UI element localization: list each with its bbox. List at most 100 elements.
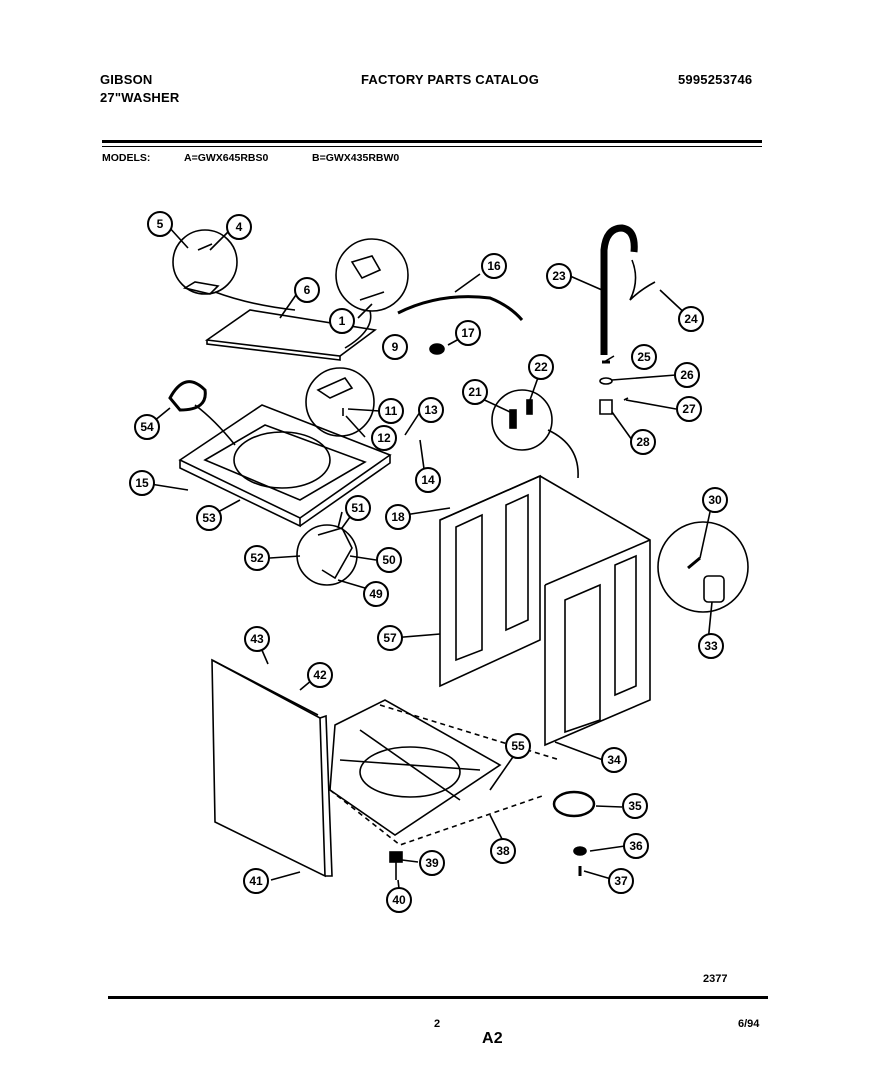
hose-adapter: [599, 399, 613, 415]
callout-circle: [418, 397, 444, 423]
callout-circle: [702, 487, 728, 513]
figure-id: 2377: [703, 973, 728, 985]
callout-circle: [226, 214, 252, 240]
callout-6: 6: [294, 277, 320, 303]
callout-circle: [601, 747, 627, 773]
callout-15: 15: [129, 470, 155, 496]
callout-label: 22: [534, 360, 548, 374]
foot-ring: [552, 790, 596, 818]
callout-circle: [307, 662, 333, 688]
hose-screw: [623, 397, 629, 401]
callout-26: 26: [674, 362, 700, 388]
callout-9: 9: [382, 334, 408, 360]
callout-28: 28: [630, 429, 656, 455]
callout-label: 1: [339, 314, 346, 328]
callout-circle: [386, 887, 412, 913]
callout-41: 41: [243, 868, 269, 894]
callout-circle: [363, 581, 389, 607]
base-frame: [329, 699, 502, 836]
callout-label: 53: [202, 511, 216, 525]
hose-ring: [599, 377, 613, 385]
callout-label: 49: [369, 587, 383, 601]
base-pulley: [359, 746, 461, 798]
callout-54: 54: [134, 414, 160, 440]
callout-52: 52: [244, 545, 270, 571]
leader-hinge: [214, 291, 296, 311]
callout-label: 55: [511, 739, 525, 753]
callout-circle: [622, 793, 648, 819]
callout-14: 14: [415, 467, 441, 493]
callout-label: 17: [461, 326, 475, 340]
callout-50: 50: [376, 547, 402, 573]
callout-circle: [382, 334, 408, 360]
callout-circle: [481, 253, 507, 279]
callout-label: 50: [382, 553, 396, 567]
revision-date: 6/94: [738, 1018, 760, 1030]
callout-12: 12: [371, 425, 397, 451]
callout-label: 40: [392, 893, 406, 907]
callout-circle: [419, 850, 445, 876]
page-number: 2: [434, 1018, 441, 1030]
callout-16: 16: [481, 253, 507, 279]
callout-33: 33: [698, 633, 724, 659]
callout-circle: [243, 868, 269, 894]
callout-label: 35: [628, 799, 642, 813]
callout-label: 13: [424, 403, 438, 417]
callout-circle: [329, 308, 355, 334]
callout-label: 39: [425, 856, 439, 870]
callout-label: 18: [391, 510, 405, 524]
front-panel: [211, 658, 326, 878]
fill-hose: [397, 295, 524, 321]
callout-label: 6: [304, 283, 311, 297]
callout-circle: [345, 495, 371, 521]
hose-washer: [429, 343, 445, 355]
callout-label: 5: [157, 217, 164, 231]
callout-circle: [631, 344, 657, 370]
callout-4: 4: [226, 214, 252, 240]
callout-38: 38: [490, 838, 516, 864]
glide: [389, 851, 403, 863]
callout-circle: [674, 362, 700, 388]
callout-49: 49: [363, 581, 389, 607]
callout-1: 1: [329, 308, 355, 334]
callout-label: 9: [392, 340, 399, 354]
callout-circle: [196, 505, 222, 531]
callout-label: 37: [614, 874, 628, 888]
callout-circle: [376, 547, 402, 573]
detail-circle-lid-hinge: [172, 229, 238, 295]
hose-clamp-wire: [629, 259, 656, 301]
callout-circle: [698, 633, 724, 659]
callout-circle: [378, 398, 404, 424]
callout-circle: [129, 470, 155, 496]
section-code: A2: [482, 1030, 503, 1047]
header-rule-thick: [102, 140, 762, 143]
callout-25: 25: [631, 344, 657, 370]
callout-circle: [678, 306, 704, 332]
callout-label: 54: [140, 420, 154, 434]
callout-circle: [385, 504, 411, 530]
cabinet-back-panel: [439, 474, 541, 688]
tub-ring: [168, 380, 207, 412]
callout-label: 26: [680, 368, 694, 382]
back-panel-slot-1: [455, 513, 483, 662]
callout-21: 21: [462, 379, 488, 405]
callout-18: 18: [385, 504, 411, 530]
callout-circle: [415, 467, 441, 493]
callout-circle: [546, 263, 572, 289]
detail-circle-49-52: [296, 524, 358, 586]
callout-label: 36: [629, 839, 643, 853]
callout-circle: [623, 833, 649, 859]
callout-circle: [377, 625, 403, 651]
callout-36: 36: [623, 833, 649, 859]
part-21: [509, 409, 517, 429]
side-panel-divider: [544, 539, 651, 586]
part-49-52: [317, 527, 353, 580]
callout-circle: [244, 545, 270, 571]
cabinet-side-panel: [539, 475, 651, 747]
lid-switch: [350, 255, 385, 301]
callout-circle: [371, 425, 397, 451]
leveling-foot: [573, 846, 587, 856]
detail-circle-lid-switch: [335, 238, 409, 312]
catalog-number: 5995253746: [678, 72, 753, 87]
part-drawings: [143, 224, 749, 898]
